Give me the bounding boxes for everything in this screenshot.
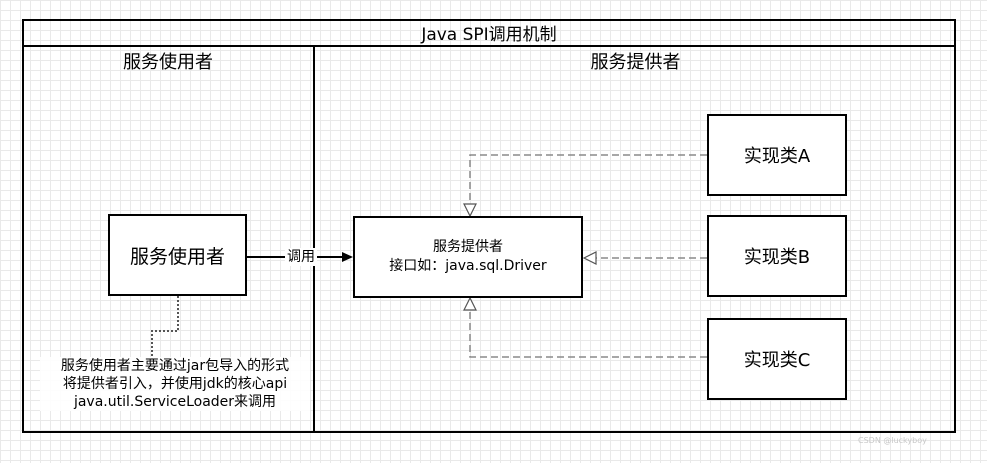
impl-a-arrowhead — [463, 203, 477, 218]
provider-box-interface: 接口如：java.sql.Driver — [389, 258, 547, 274]
impl-c-arrowhead — [463, 296, 477, 311]
call-arrowhead — [342, 252, 353, 262]
service-user-box[interactable]: 服务使用者 — [108, 214, 247, 296]
usage-note-line-2: 将提供者引入，并使用jdk的核心api — [62, 376, 288, 392]
watermark: CSDN @luckyboy — [858, 436, 927, 445]
impl-c-connector — [469, 308, 707, 358]
usage-note-line-3: java.util.ServiceLoader来调用 — [73, 394, 277, 410]
impl-class-a-box[interactable]: 实现类A — [707, 114, 847, 196]
usage-note: 服务使用者主要通过jar包导入的形式 将提供者引入，并使用jdk的核心api j… — [40, 357, 310, 411]
lane-title-provider: 服务提供者 — [590, 52, 681, 73]
impl-class-b-box[interactable]: 实现类B — [707, 215, 847, 297]
usage-note-line-1: 服务使用者主要通过jar包导入的形式 — [60, 358, 290, 374]
lane-divider — [313, 46, 315, 433]
impl-b-arrowhead — [582, 251, 597, 265]
impl-class-c-box[interactable]: 实现类C — [707, 318, 847, 400]
call-edge-label: 调用 — [285, 248, 317, 266]
diagram-frame — [22, 19, 956, 433]
service-provider-box[interactable]: 服务提供者 接口如：java.sql.Driver — [353, 216, 583, 298]
provider-box-title: 服务提供者 — [433, 239, 503, 255]
diagram-title: Java SPI调用机制 — [22, 19, 956, 47]
note-connector — [151, 296, 179, 360]
lane-title-user: 服务使用者 — [123, 52, 213, 73]
impl-a-connector — [469, 154, 707, 206]
